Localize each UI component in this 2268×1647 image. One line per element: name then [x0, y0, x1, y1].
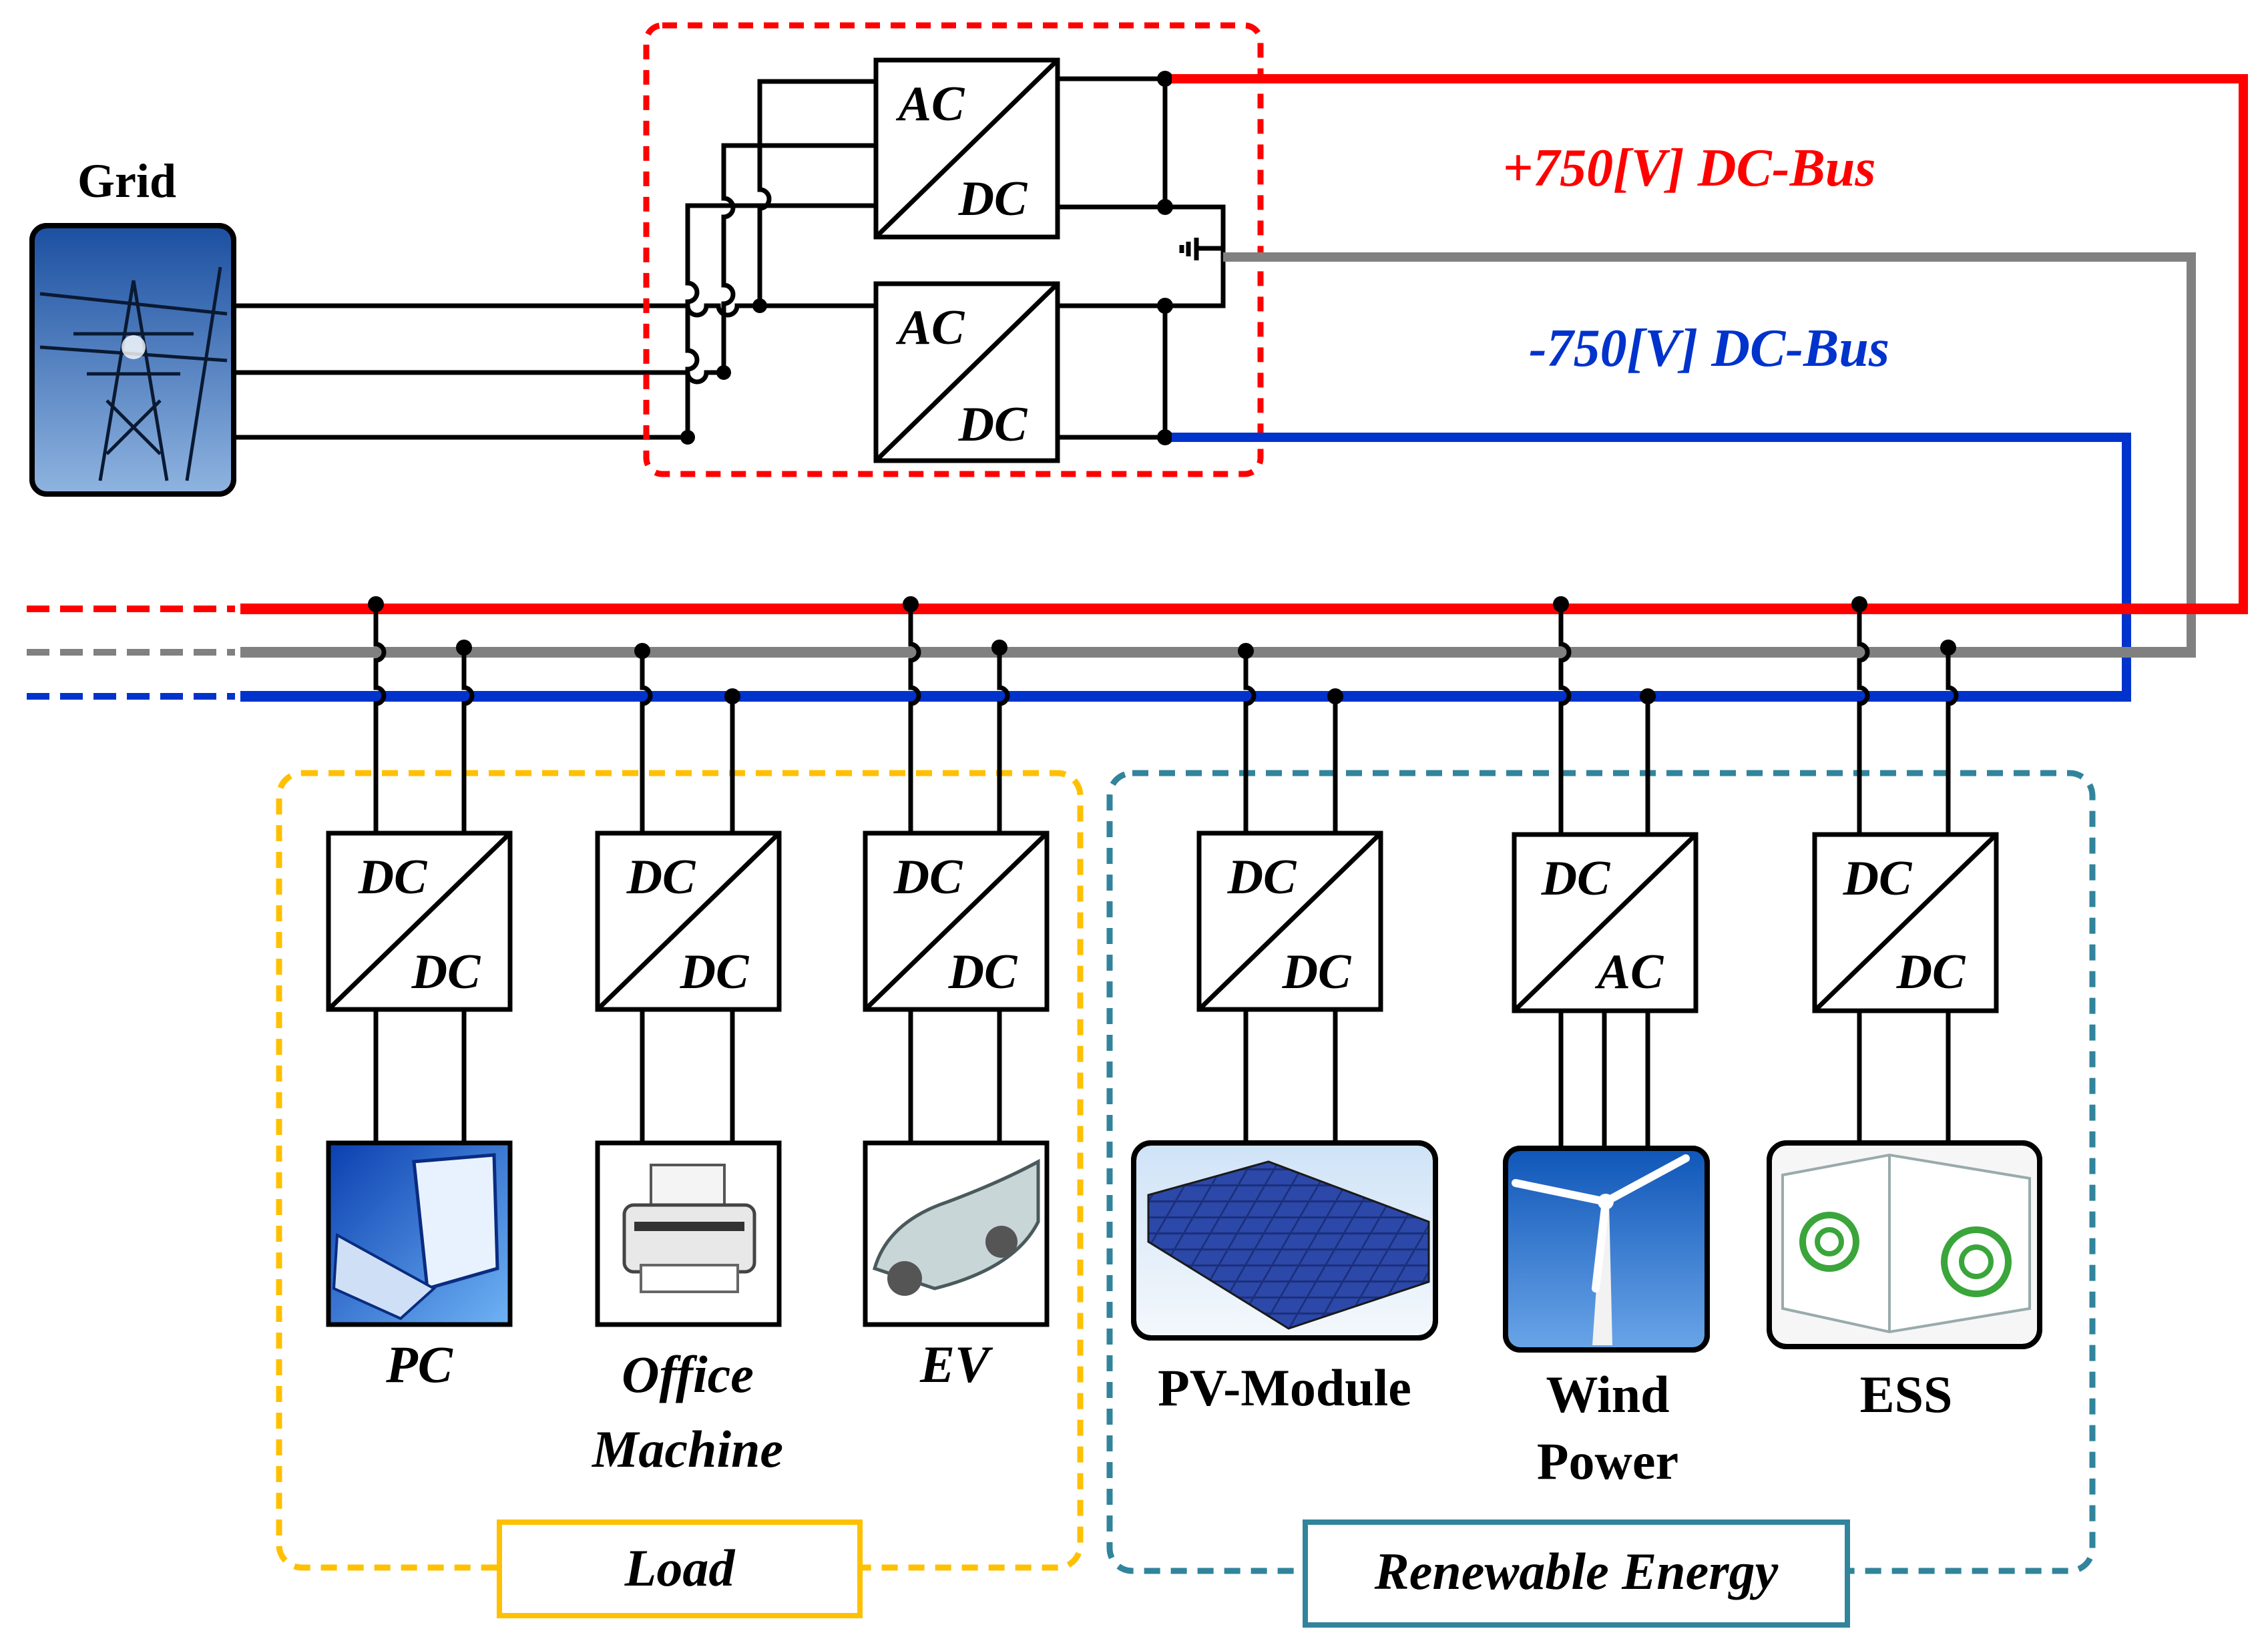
grid-source: Grid — [29, 154, 236, 497]
load-group-label: Load — [624, 1539, 736, 1597]
printer-icon — [622, 1164, 756, 1293]
pv-converter-top-label: DC — [1227, 850, 1297, 905]
branch-ess: DC DC ESS — [1767, 596, 2042, 1423]
ev-label: EV — [919, 1335, 993, 1393]
pc-converter-top-label: DC — [358, 850, 428, 905]
load-group-label-box — [497, 1519, 863, 1618]
wind-turbine-icon — [1512, 1154, 1690, 1345]
negative-feeder-line — [1172, 433, 2131, 698]
branch-ev: DC DC EV — [863, 596, 1050, 1393]
main-converter-1-top-label: AC — [896, 77, 965, 132]
solar-panel-icon — [1147, 1160, 1430, 1330]
grid-ac-lines — [234, 79, 875, 440]
main-converter-group-box — [643, 22, 1264, 477]
grid-label: Grid — [77, 154, 176, 208]
office-machine-label-line2: Machine — [591, 1420, 783, 1478]
transmission-tower-icon — [39, 266, 228, 481]
pv-converter-bottom-label: DC — [1282, 945, 1352, 999]
renewable-group-label: Renewable Energy — [1374, 1542, 1779, 1600]
office-machine-label-line1: Office — [622, 1345, 754, 1403]
pv-module-label: PV-Module — [1158, 1359, 1411, 1417]
positive-bus-label: +750[V] DC-Bus — [1503, 139, 1876, 198]
positive-feeder-line — [1172, 74, 2248, 611]
pc-label: PC — [385, 1335, 453, 1393]
wind-converter-top-label: DC — [1541, 851, 1611, 906]
main-converter-2-bottom-label: DC — [958, 397, 1028, 452]
main-converter-1-bottom-label: DC — [958, 172, 1028, 226]
office-converter-bottom-label: DC — [680, 945, 750, 999]
grid-junction-dots — [680, 298, 767, 445]
branch-pc: DC DC PC — [326, 596, 513, 1393]
pc-converter-bottom-label: DC — [411, 945, 481, 999]
main-converter-output-dots — [1157, 71, 1173, 445]
wind-converter-bottom-label: AC — [1595, 945, 1664, 999]
ess-converter-bottom-label: DC — [1896, 945, 1966, 999]
energy-storage-container-icon — [1781, 1153, 2031, 1334]
pc-icon — [332, 1153, 499, 1321]
negative-bus-label: -750[V] DC-Bus — [1529, 319, 1889, 378]
ess-converter-top-label: DC — [1843, 851, 1913, 906]
wind-power-label-line1: Wind — [1546, 1365, 1669, 1423]
neutral-feeder-line — [1223, 252, 2196, 654]
main-converter-1: AC DC — [873, 57, 1060, 240]
branch-office-machine: DC DC Office Machine — [591, 643, 783, 1478]
main-converter-2-top-label: AC — [896, 300, 965, 355]
wind-power-label-line2: Power — [1537, 1432, 1678, 1490]
electric-car-icon — [872, 1158, 1040, 1296]
renewable-group-label-box — [1303, 1519, 1850, 1628]
office-converter-top-label: DC — [626, 850, 696, 905]
ground-symbol-icon — [1179, 238, 1223, 260]
main-converter-2: AC DC — [873, 281, 1060, 463]
branch-wind-power: DC AC Wind Power — [1503, 596, 1710, 1490]
dc-bus-lines — [27, 604, 2248, 702]
ess-label: ESS — [1860, 1365, 1953, 1423]
branch-pv-module: DC DC PV-Module — [1131, 643, 1438, 1417]
ev-converter-top-label: DC — [893, 850, 963, 905]
ev-converter-bottom-label: DC — [948, 945, 1018, 999]
